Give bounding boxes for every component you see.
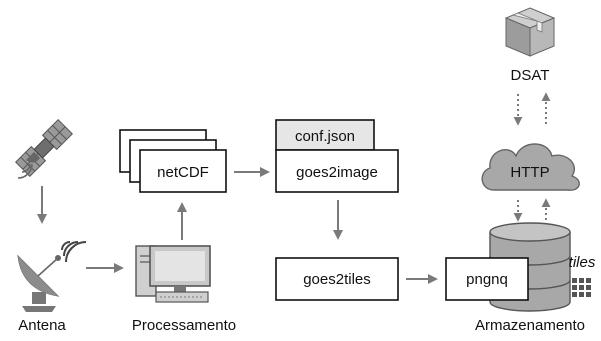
http-label: HTTP	[510, 164, 549, 181]
satellite-dish-icon	[17, 241, 87, 312]
label-antena: Antena	[18, 317, 66, 334]
pngnq-label: pngnq	[466, 271, 508, 288]
dsat-label: DSAT	[511, 67, 550, 84]
goes2image-label: goes2image	[296, 164, 378, 181]
conf-json-label: conf.json	[295, 128, 355, 145]
netcdf-label: netCDF	[157, 164, 209, 181]
desktop-computer-icon	[135, 245, 211, 303]
package-box-icon	[504, 7, 556, 57]
netcdf-doc-front	[139, 149, 227, 193]
cloud-icon: HTTP	[481, 143, 580, 191]
pngnq-box: pngnq	[445, 257, 529, 301]
goes2tiles-box: goes2tiles	[275, 257, 399, 301]
tiles-label: tiles	[569, 254, 596, 271]
grid-tiles-icon	[572, 278, 591, 297]
label-processamento: Processamento	[132, 317, 236, 334]
label-armazenamento: Armazenamento	[475, 317, 585, 334]
conf-json-box: conf.json	[275, 119, 375, 151]
satellite-icon	[15, 119, 73, 179]
netcdf-stack: netCDF	[119, 129, 227, 193]
goes2image-box: goes2image	[275, 149, 399, 193]
goes2tiles-label: goes2tiles	[303, 271, 371, 288]
